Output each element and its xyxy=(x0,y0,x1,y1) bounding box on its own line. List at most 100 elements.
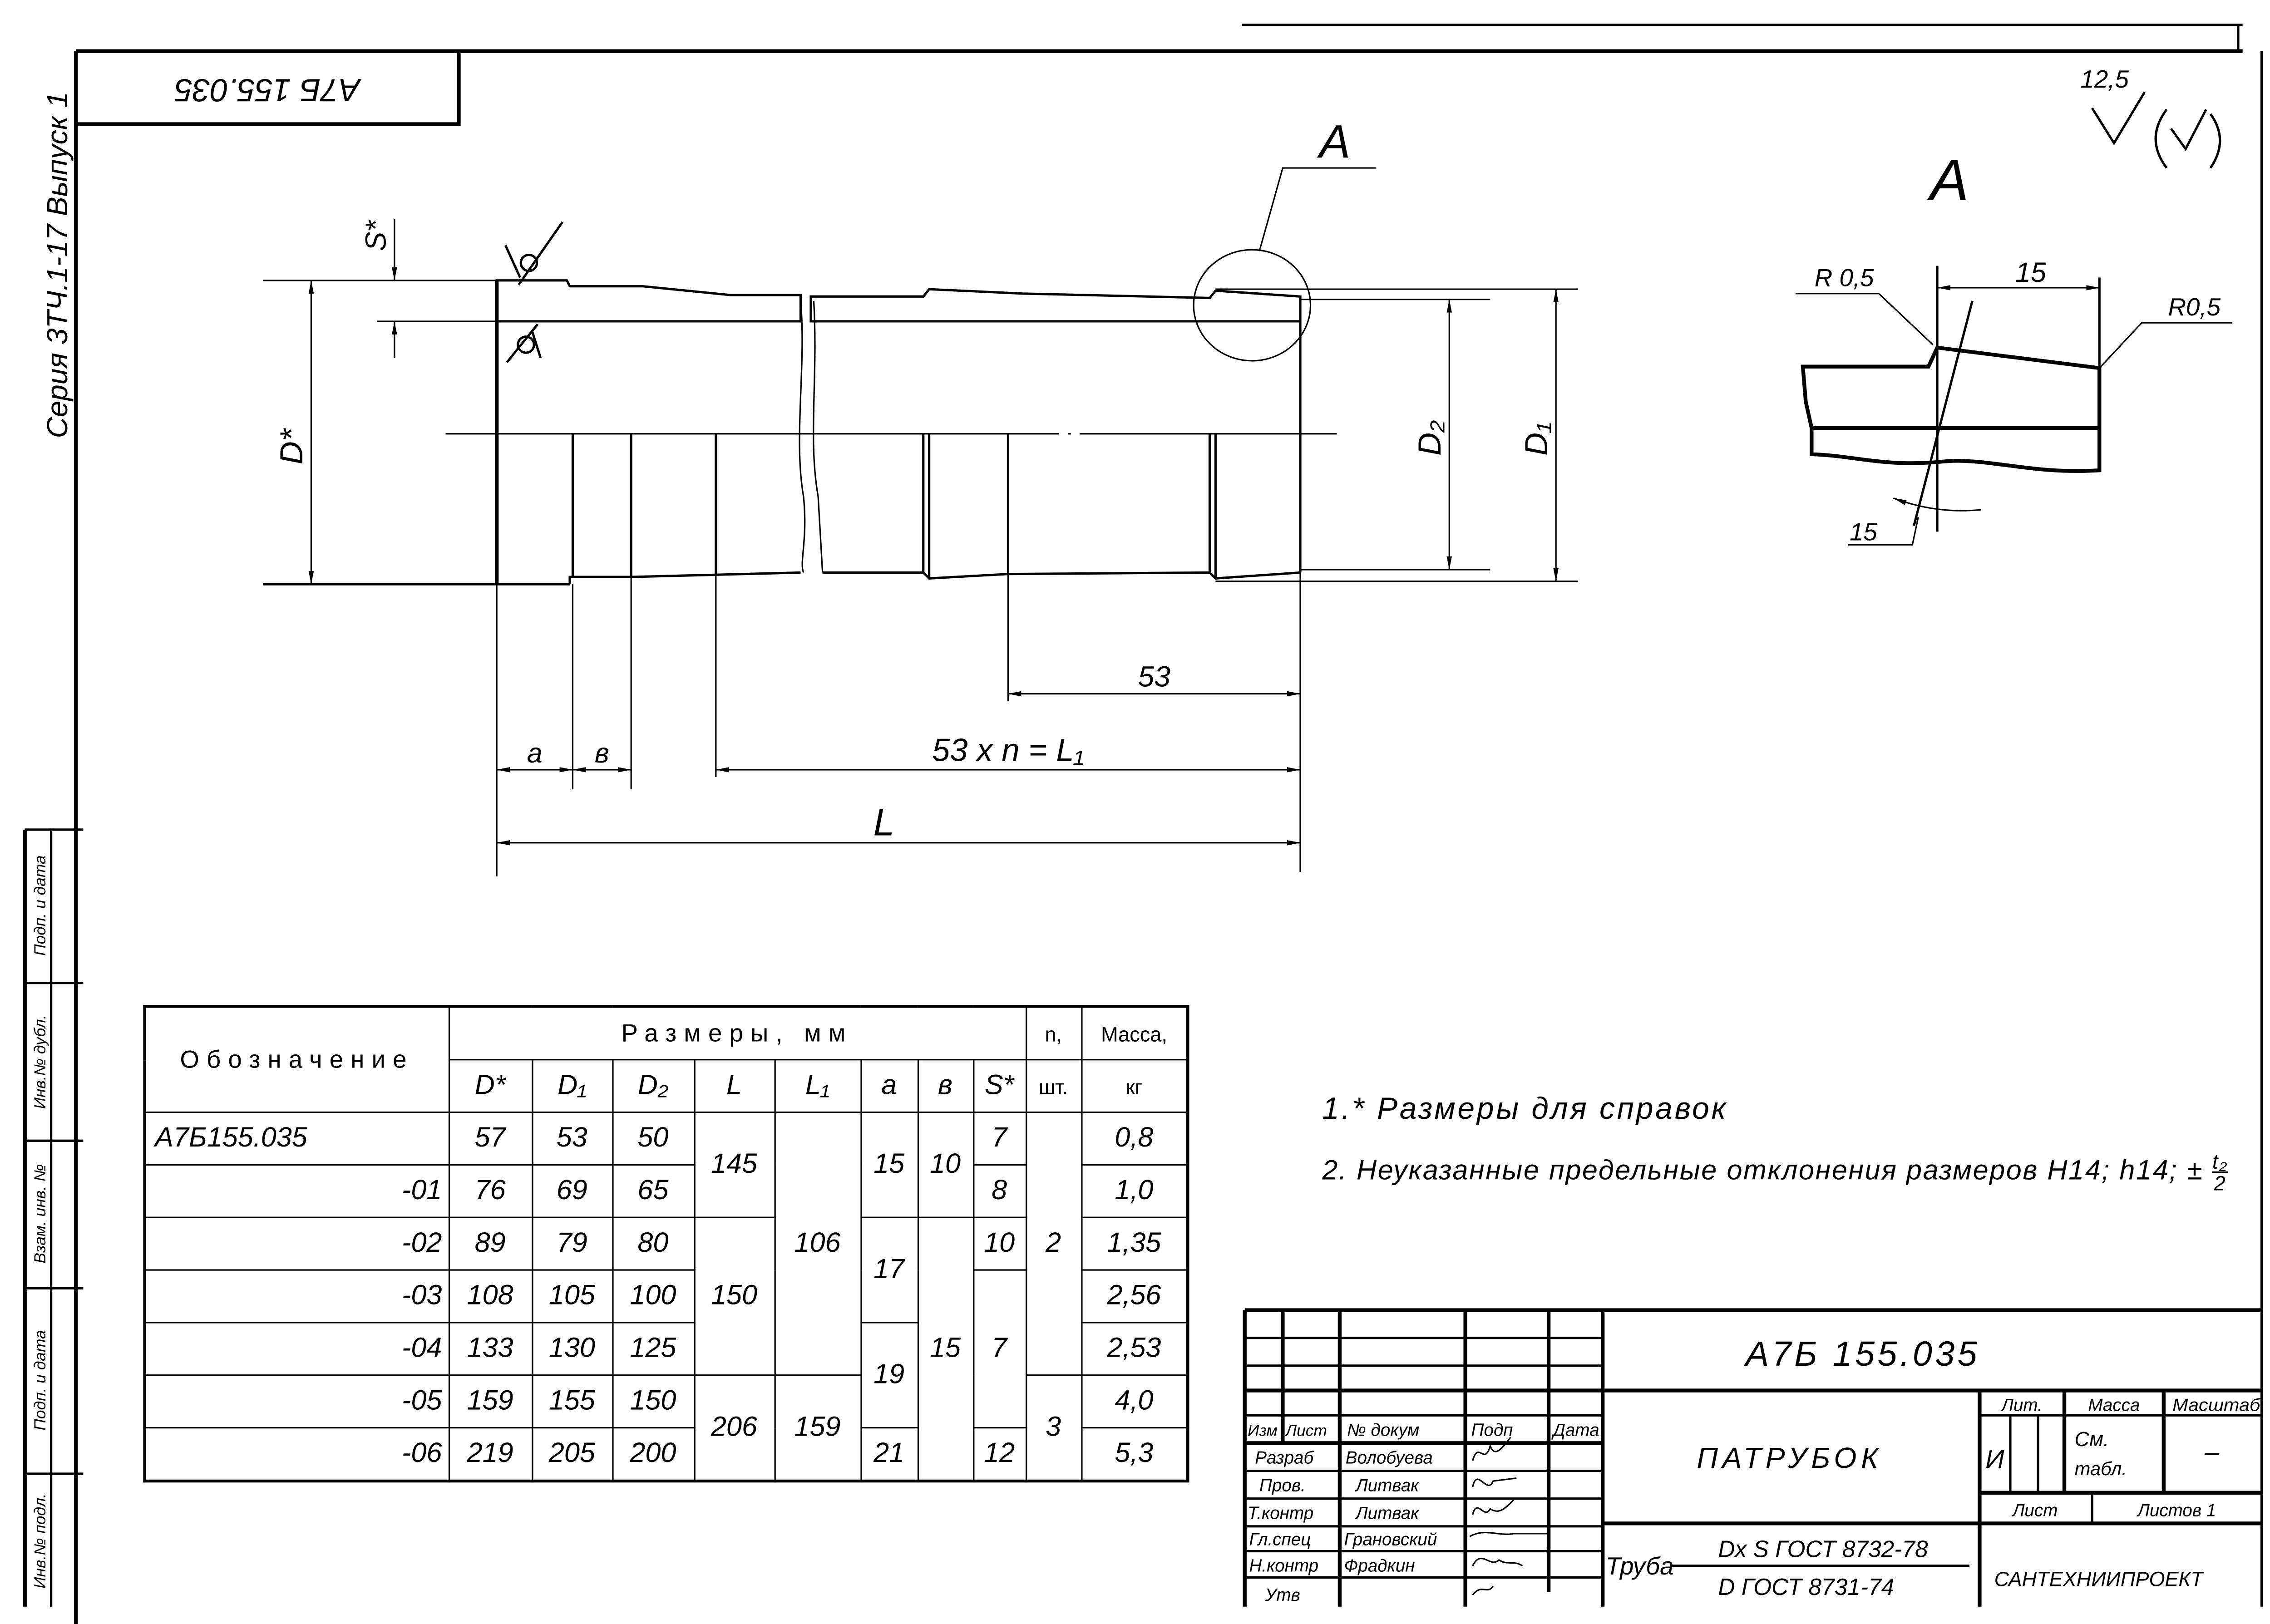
cell-d: 133 xyxy=(448,1322,533,1376)
dim-label-d: D* xyxy=(274,428,310,464)
table-header-row: Обозначение Размеры, мм n, Масса, xyxy=(143,1005,1189,1113)
cell-designation: -02 xyxy=(143,1216,449,1271)
detail-a-callout-label: A xyxy=(1317,116,1351,168)
cell-a: 19 xyxy=(859,1322,918,1429)
cell-d2: 100 xyxy=(611,1269,695,1324)
dim-label-l: L xyxy=(873,801,895,844)
table-row: -06 219 205 200 21 12 5,3 xyxy=(143,1427,1189,1482)
dim-label-b: в xyxy=(595,738,609,768)
cell-s: 7 xyxy=(972,1269,1026,1429)
tb-scale-label: Масштаб xyxy=(2172,1396,2260,1415)
header-d2: D₂ xyxy=(611,1059,695,1113)
top-stamp-designation: А7Б 155.035 xyxy=(174,72,362,108)
cell-mass: 2,56 xyxy=(1080,1269,1189,1324)
note-2-text: 2. Неуказанные предельные отклонения раз… xyxy=(1322,1156,2204,1187)
cell-b: 15 xyxy=(917,1216,974,1482)
tb-scale-value: – xyxy=(2204,1437,2220,1467)
table-row: -02 89 79 80 150 17 15 10 1,35 xyxy=(143,1216,1189,1482)
note-2-fraction: t₂ 2 xyxy=(2212,1151,2228,1193)
cell-designation: -03 xyxy=(143,1269,449,1324)
cell-mass: 5,3 xyxy=(1080,1427,1189,1482)
cell-d2: 150 xyxy=(611,1374,695,1429)
cell-designation: А7Б155.035 xyxy=(143,1111,449,1166)
cell-mass: 2,53 xyxy=(1080,1322,1189,1376)
detail-a-title: A xyxy=(1927,148,1969,213)
dim-label-a: a xyxy=(527,738,543,768)
dimensions-table: Обозначение Размеры, мм n, Масса, D* D₁ … xyxy=(143,1004,1189,1483)
margin-label-sign-date-1: Подп. и дата xyxy=(31,855,49,955)
cell-d1: 69 xyxy=(531,1164,613,1218)
tb-part-name: ПАТРУБОК xyxy=(1697,1442,1882,1474)
wall-section-left xyxy=(495,279,802,323)
detail-radius-right: R0,5 xyxy=(2168,293,2221,321)
dim-label-s: S* xyxy=(360,220,392,251)
note-2-fraction-numerator: t₂ xyxy=(2212,1149,2228,1173)
table-row: -05 159 155 150 206 159 3 4,0 xyxy=(143,1374,1189,1482)
margin-label-replace-inv: Взам. инв. № xyxy=(31,1164,49,1264)
header-b: в xyxy=(917,1059,974,1113)
cell-mass: 1,35 xyxy=(1080,1216,1189,1271)
header-d1: D₁ xyxy=(531,1059,613,1113)
note-2: 2. Неуказанные предельные отклонения раз… xyxy=(1322,1151,2228,1193)
margin-stamp: Подп. и дата Инв.№ дубл. Взам. инв. № По… xyxy=(23,828,84,1607)
cell-d2: 200 xyxy=(611,1427,695,1482)
cell-l1: 106 xyxy=(773,1111,862,1376)
tb-role-developer: Разраб xyxy=(1255,1448,1314,1467)
cell-s: 12 xyxy=(972,1427,1026,1482)
cell-s: 8 xyxy=(972,1164,1026,1218)
tb-organization: САНТЕХНИИПРОЕКТ xyxy=(1994,1568,2205,1591)
break-line xyxy=(799,300,824,573)
note-2-fraction-denominator: 2 xyxy=(2214,1171,2227,1195)
tb-col-date: Дата xyxy=(1551,1420,1599,1440)
detail-a-callout-circle xyxy=(1193,249,1312,362)
cell-d: 159 xyxy=(448,1374,533,1429)
dim-label-d1: D₁ xyxy=(1519,423,1554,456)
cell-d1: 79 xyxy=(531,1216,613,1271)
cell-s: 10 xyxy=(972,1216,1026,1271)
tb-col-sheet: Лист xyxy=(1285,1422,1327,1439)
dim-label-d2: D₂ xyxy=(1412,420,1448,456)
dim-label-pitch: 53 xyxy=(1138,660,1170,693)
cell-l: 206 xyxy=(693,1374,775,1482)
header-l1: L₁ xyxy=(773,1059,862,1113)
detail-dim-length: 15 xyxy=(2015,257,2047,288)
tb-material-label: Труба xyxy=(1606,1552,1674,1580)
tb-mass-value-2: табл. xyxy=(2075,1458,2127,1479)
cell-designation: -06 xyxy=(143,1427,449,1482)
header-mass-unit: кг xyxy=(1080,1059,1189,1113)
cell-d1: 155 xyxy=(531,1374,613,1429)
top-stamp: А7Б 155.035 xyxy=(76,51,461,126)
header-d: D* xyxy=(448,1059,533,1113)
cell-b: 10 xyxy=(917,1111,974,1218)
detail-dim-angle: 15 xyxy=(1850,518,1877,546)
series-label: Серия 3ТЧ.1-17 Выпуск 1 xyxy=(41,92,74,438)
header-mass: Масса, xyxy=(1080,1005,1189,1061)
tb-col-sign: Подп xyxy=(1471,1420,1513,1440)
tb-col-change: Изм xyxy=(1248,1422,1278,1439)
table-row: -01 76 69 65 8 1,0 xyxy=(143,1164,1189,1218)
tb-role-chief-spec: Гл.спец xyxy=(1249,1530,1311,1550)
table-subheader-row: D* D₁ D₂ L L₁ a в S* шт. кг xyxy=(145,1059,1189,1113)
tb-role-norm-control: Н.контр xyxy=(1249,1556,1318,1576)
cell-d2: 80 xyxy=(611,1216,695,1271)
margin-label-sign-date-2: Подп. и дата xyxy=(31,1330,49,1430)
margin-label-dup-inv: Инв.№ дубл. xyxy=(31,1015,49,1109)
tb-sheets-label: Листов 1 xyxy=(2136,1501,2216,1520)
tb-name-norm-control: Фрадкин xyxy=(1344,1556,1415,1576)
wall-section-right xyxy=(809,288,1302,323)
tb-role-tech-control: Т.контр xyxy=(1248,1504,1313,1523)
tb-sheet-label: Лист xyxy=(2011,1501,2058,1520)
tb-name-chief-spec: Грановский xyxy=(1344,1530,1437,1550)
tb-col-doc: № докум xyxy=(1347,1420,1419,1440)
header-s: S* xyxy=(972,1059,1026,1113)
tb-mass-value-1: См. xyxy=(2075,1427,2109,1451)
tb-lit-value: И xyxy=(1985,1445,2004,1474)
cell-designation: -05 xyxy=(143,1374,449,1429)
tb-name-tech-control: Литвак xyxy=(1354,1504,1420,1523)
cell-d1: 105 xyxy=(531,1269,613,1324)
dim-label-l1: 53 x n = L₁ xyxy=(932,733,1084,768)
cell-mass: 1,0 xyxy=(1080,1164,1189,1218)
cell-d: 57 xyxy=(448,1111,533,1166)
roughness-symbol-icon: 12,5 xyxy=(2080,65,2221,169)
